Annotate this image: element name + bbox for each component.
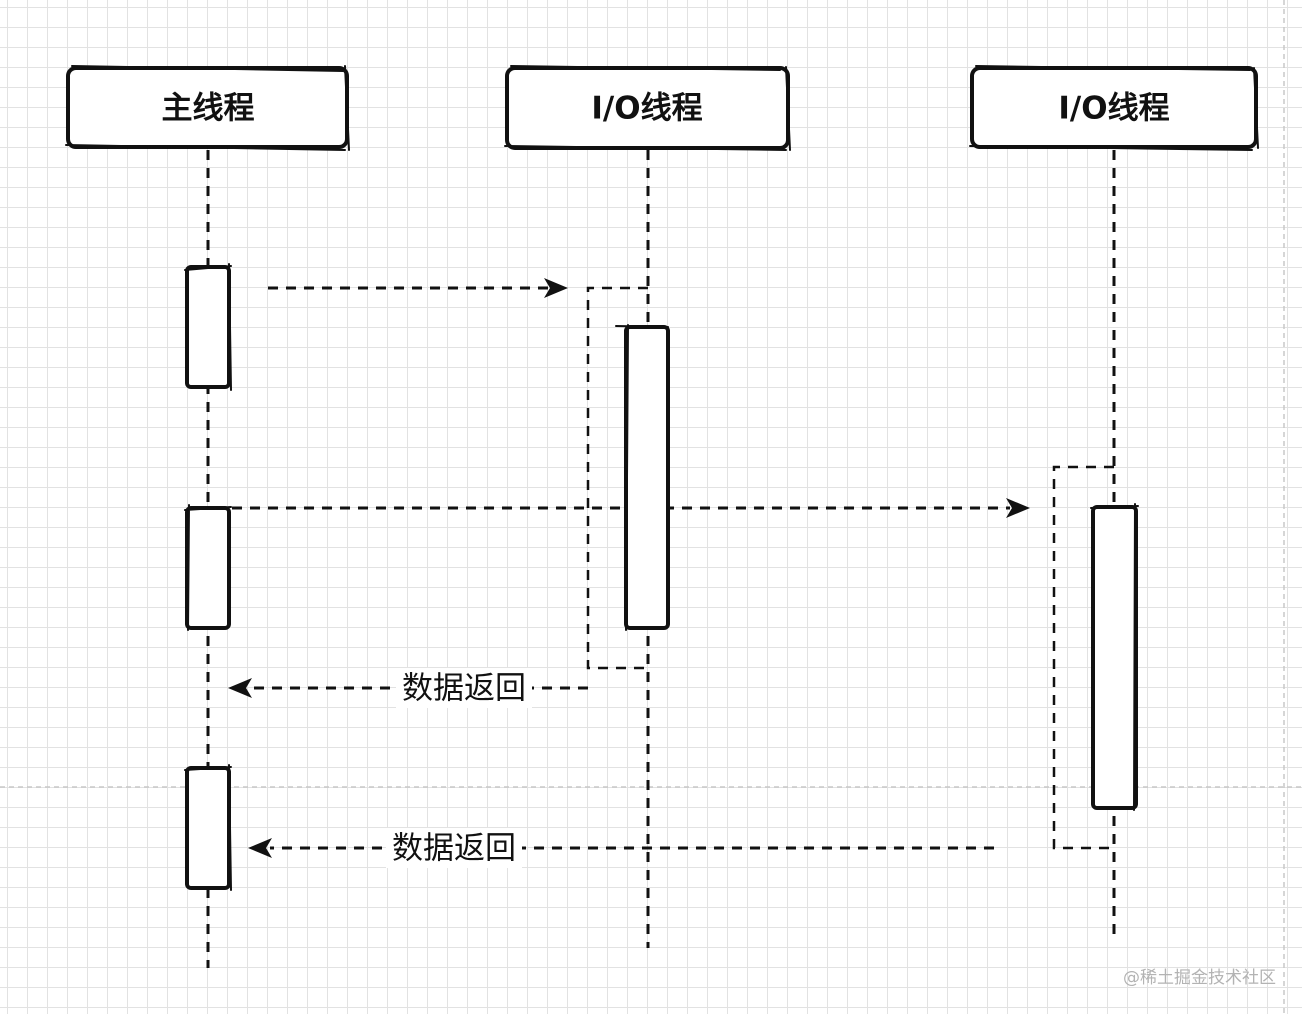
activation-main-2 xyxy=(184,504,232,631)
activation-main-3 xyxy=(184,764,232,891)
message-return-2 xyxy=(248,838,994,858)
participant-io-thread-2-sketch xyxy=(969,65,1259,151)
message-return-1-label: 数据返回 xyxy=(402,671,526,707)
activation-main-3-box xyxy=(185,766,231,890)
activation-main-2-sketch xyxy=(184,504,232,631)
participant-io-thread-1-label: I/O线程 xyxy=(591,91,702,127)
participant-io-thread-1: I/O线程 xyxy=(504,65,791,151)
message-return-1-arrowhead xyxy=(228,678,252,698)
activation-io-1-box xyxy=(624,325,670,630)
message-return-2-arrowhead xyxy=(248,838,272,858)
message-call-io-2 xyxy=(232,498,1030,518)
message-call-io-1 xyxy=(268,278,568,298)
participant-main-thread-sketch xyxy=(65,65,350,151)
message-call-io-2-arrowhead xyxy=(1006,498,1030,518)
activation-io-1-sketch xyxy=(615,324,669,631)
participant-main-thread: 主线程 xyxy=(65,65,350,151)
activation-main-1-box xyxy=(185,265,231,389)
participant-main-thread-label: 主线程 xyxy=(162,91,255,127)
activation-io-1 xyxy=(615,324,670,631)
io-thread-1-frame xyxy=(586,286,648,670)
participant-io-thread-2-label: I/O线程 xyxy=(1058,91,1169,127)
participant-io-thread-1-sketch xyxy=(504,65,791,151)
message-return-1-label-bg xyxy=(396,668,532,708)
activation-main-1-sketch xyxy=(184,263,232,391)
io-thread-2-frame xyxy=(1052,465,1114,850)
activation-io-2-box xyxy=(1091,505,1138,810)
message-call-io-1-arrowhead xyxy=(544,278,568,298)
activation-main-3-sketch xyxy=(184,764,232,891)
activation-main-1 xyxy=(184,263,232,391)
activation-main-2-box xyxy=(185,506,231,630)
message-return-2-label: 数据返回 xyxy=(392,831,516,867)
activation-io-2-sketch xyxy=(1090,503,1139,811)
participant-io-thread-2: I/O线程 xyxy=(969,65,1259,151)
activation-io-2 xyxy=(1090,503,1139,811)
watermark-text: @稀土掘金技术社区 xyxy=(1123,968,1276,988)
message-return-2-label-bg xyxy=(386,828,522,868)
